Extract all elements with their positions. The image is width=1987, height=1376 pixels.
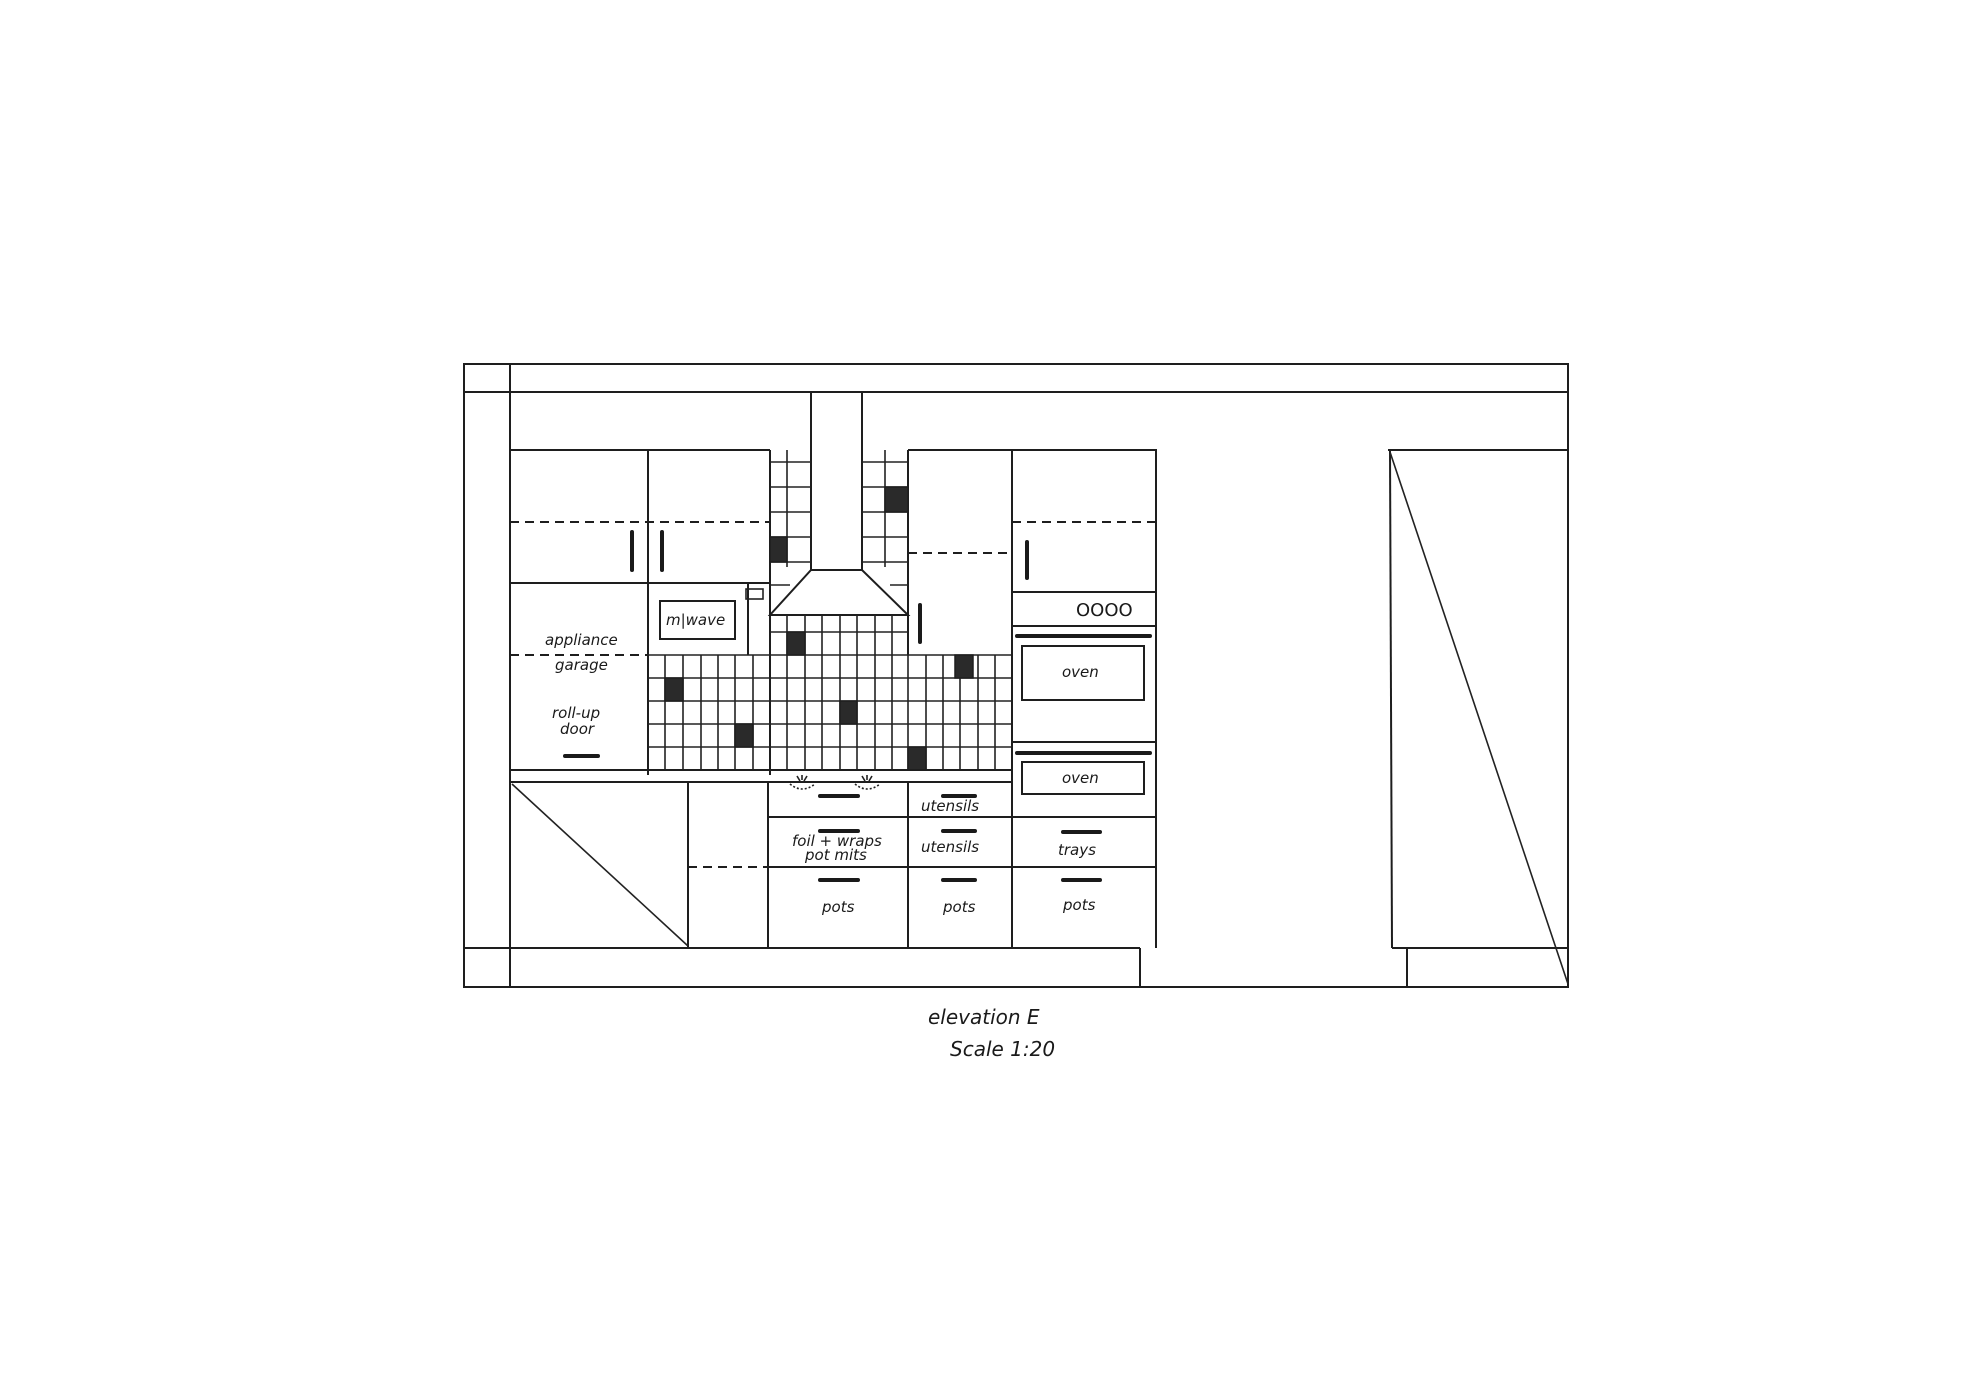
caption-scale: Scale 1:20 [950,1037,1055,1061]
label-pots-2: pots [942,898,976,916]
dark-tile [769,536,788,563]
label-utensils-top: utensils [921,797,979,815]
cooktop-burners-icon: OOOO [1076,600,1133,621]
caption-title: elevation E [928,1005,1040,1029]
label-door: door [560,720,595,738]
microwave-unit: m|wave [659,583,764,655]
label-pots-1: pots [821,898,855,916]
dark-tile [664,677,684,702]
label-foil-wraps: foil + wraps [792,832,882,850]
dark-tile [907,746,927,771]
drawing-caption: elevation E Scale 1:20 [928,1005,1055,1061]
countertop [510,769,1012,790]
tile-grid-lower [648,615,1012,771]
label-pot-mits: pot mits [804,846,867,864]
dark-tile [839,700,858,725]
upper-cabinets [510,449,1157,655]
range-hood [767,392,911,616]
appliance-garage: appliance garage roll-up door [510,583,649,775]
base-cabinets: utensils foil + wraps pot mits utensils … [511,782,1156,948]
label-trays: trays [1058,841,1096,859]
label-microwave: m|wave [666,611,725,629]
label-utensils-mid: utensils [921,838,979,856]
dark-tile [734,723,754,748]
dark-tile [786,631,806,656]
label-garage: garage [555,656,608,674]
dark-tile [954,654,974,679]
outer-frame [463,363,1569,988]
label-rollup: roll-up [552,704,600,722]
label-pots-3: pots [1062,896,1096,914]
oven-tower: OOOO oven oven [1011,450,1157,948]
dark-tile [884,486,909,513]
label-appliance: appliance [545,631,618,649]
label-oven-lower: oven [1062,769,1099,787]
label-oven-upper: oven [1062,663,1099,681]
tile-backsplash [648,450,1012,775]
tall-cabinet-right [1388,449,1569,987]
